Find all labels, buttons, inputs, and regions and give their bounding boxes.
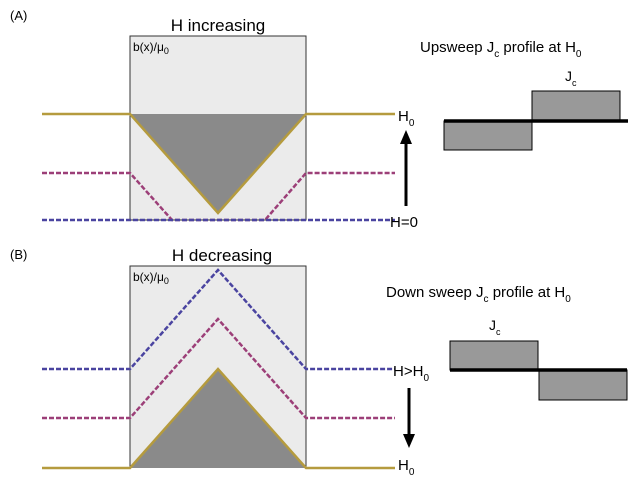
panel-b: (B) H decreasing b(x)/μ0 H>H0 H0 Down sw… <box>10 246 628 478</box>
panel-b-h0-profile-line <box>42 367 395 470</box>
panel-a-profile-title: Upsweep Jc profile at H0 <box>420 39 582 60</box>
panel-b-jc-positive-bar <box>449 340 539 371</box>
panel-a-field-profile-fill <box>130 114 306 213</box>
panel-b-high-field-profile-line <box>42 268 395 371</box>
panel-a-label: (A) <box>10 8 27 23</box>
panel-b-field-profile-fill <box>130 369 306 468</box>
panel-a-box-label: b(x)/μ0 <box>133 40 169 56</box>
panel-a-h0-profile-line <box>42 112 395 215</box>
panel-a-increase-arrowhead <box>400 130 412 144</box>
panel-a: (A) H increasing b(x)/μ0 H0 H=0 Upsweep … <box>10 8 628 231</box>
panel-a-title: H increasing <box>171 16 266 35</box>
panel-a-field-high-label: H0 <box>398 108 415 129</box>
panel-b-label: (B) <box>10 247 27 262</box>
panel-b-intermediate-profile-line <box>42 317 395 420</box>
panel-a-jc-negative-bar <box>443 120 533 151</box>
panel-b-jc-label: Jc <box>489 317 501 337</box>
panel-b-title: H decreasing <box>172 246 272 265</box>
panel-a-field-zero-label: H=0 <box>390 214 418 231</box>
panel-b-profile-title: Down sweep Jc profile at H0 <box>386 284 571 305</box>
panel-b-field-low-label: H0 <box>398 457 415 478</box>
panel-a-jc-label: Jc <box>565 68 577 88</box>
panel-a-jc-positive-bar <box>531 90 621 122</box>
panel-b-decrease-arrowhead <box>403 434 415 448</box>
panel-b-jc-negative-bar <box>538 369 628 401</box>
panel-b-box-label: b(x)/μ0 <box>133 270 169 286</box>
panel-b-field-high-label: H>H0 <box>393 363 429 384</box>
